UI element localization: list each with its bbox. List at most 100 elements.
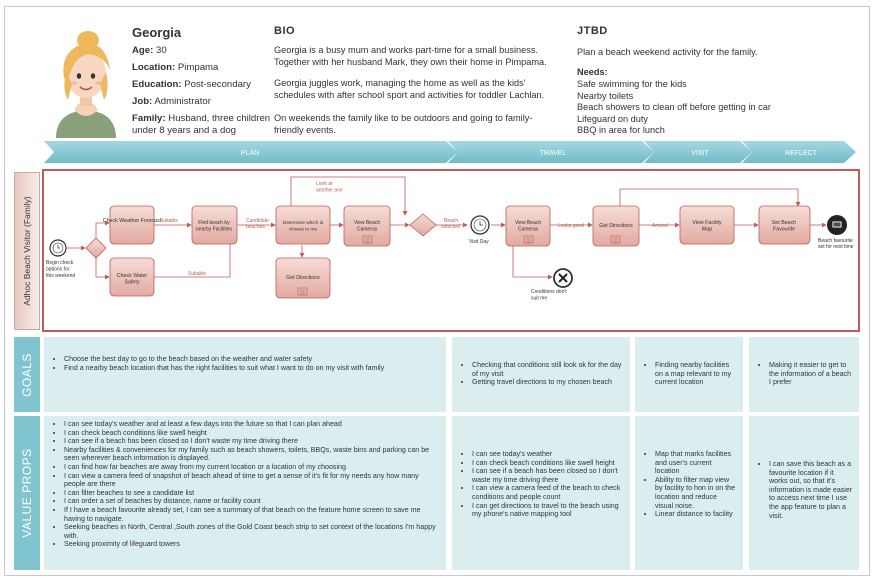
value-props-visit-cell: Map that marks facilities and user's cur… bbox=[635, 416, 743, 570]
value-props-travel-cell: I can see today's weather I can check be… bbox=[452, 416, 630, 570]
subprocess-marker-icon bbox=[610, 235, 621, 244]
phase-visit-label: VISIT bbox=[691, 150, 709, 157]
value-props-reflect-cell: I can save this beach as a favourite loc… bbox=[749, 416, 859, 570]
list-item: Seeking proximity of lifeguard towers bbox=[64, 540, 440, 549]
persona-name: Georgia bbox=[132, 25, 182, 40]
phase-arrow-visit bbox=[644, 141, 752, 163]
stopwatch-icon bbox=[470, 215, 490, 235]
list-item: Getting travel directions to my chosen b… bbox=[472, 378, 624, 387]
persona-age: Age: 30 bbox=[132, 45, 167, 56]
needs-item: Safe swimming for the kids bbox=[577, 79, 687, 89]
persona-avatar bbox=[56, 31, 116, 138]
task-get-directions-travel: Get Directions bbox=[592, 205, 640, 247]
list-item: Find a nearby beach location that has th… bbox=[64, 364, 440, 373]
goals-visit-cell: Finding nearby facilities on a map relev… bbox=[635, 337, 743, 412]
list-item: I can see if a beach has been closed so … bbox=[472, 467, 624, 484]
bio-paragraph-3: On weekends the family like to be outdoo… bbox=[274, 113, 533, 135]
goals-reflect-cell: Making it easier to get to the informati… bbox=[749, 337, 859, 412]
list-item: I can see if a beach has been closed so … bbox=[64, 437, 440, 446]
edge-label-suitable-2: Suitable bbox=[188, 271, 206, 277]
subprocess-marker-icon bbox=[523, 235, 534, 244]
task-get-directions-plan: Get Directions bbox=[275, 257, 331, 299]
value-props-side-label: VALUE PROPS bbox=[14, 416, 40, 570]
edge-label-arrived: Arrived bbox=[652, 223, 668, 229]
list-item: Nearby facilities & conveniences for my … bbox=[64, 446, 440, 463]
jtbd-title: JTBD bbox=[577, 25, 608, 37]
value-props-plan-cell: I can see today's weather and at least a… bbox=[44, 416, 446, 570]
list-item: I can view a camera feed of snapshot of … bbox=[64, 472, 440, 489]
needs-item: Nearby toilets bbox=[577, 90, 634, 101]
list-item: I can view a camera feed of the beach to… bbox=[472, 484, 624, 501]
list-item: Map that marks facilities and user's cur… bbox=[655, 450, 737, 476]
visit-day-label: Visit Day bbox=[469, 239, 489, 245]
decision-diamond bbox=[409, 213, 437, 237]
list-item: Seeking beaches in North, Central ,South… bbox=[64, 523, 440, 540]
bio-paragraph-2: Georgia juggles work, managing the home … bbox=[274, 78, 545, 100]
phase-arrow-reflect bbox=[742, 141, 856, 163]
goals-travel-cell: Checking that conditions still look ok f… bbox=[452, 337, 630, 412]
bio-title: BIO bbox=[274, 25, 296, 37]
goals-side-label: GOALS bbox=[14, 337, 40, 412]
phase-arrows: PLAN TRAVEL VISIT REFLECT bbox=[44, 141, 856, 163]
phase-travel-label: TRAVEL bbox=[540, 150, 567, 157]
persona-location: Location: Pimpama bbox=[132, 62, 219, 73]
list-item: I can find how far beaches are away from… bbox=[64, 463, 440, 472]
list-item: I can see today's weather and at least a… bbox=[64, 420, 440, 429]
list-item: I can check beach conditions like swell … bbox=[472, 459, 624, 468]
close-icon bbox=[553, 268, 573, 288]
svg-text:Get Directions: Get Directions bbox=[599, 223, 633, 229]
list-item: Choose the best day to go to the beach b… bbox=[64, 355, 440, 364]
swimlane-box bbox=[42, 169, 860, 332]
swimlane-label: Adhoc Beach Visitor (Family) bbox=[14, 172, 40, 330]
persona-family: Family: Husband, three children bbox=[132, 113, 271, 124]
edge-label-suitable-1: Suitable bbox=[160, 218, 178, 224]
list-item: I can save this beach as a favourite loc… bbox=[769, 460, 853, 520]
list-item: Ability to filter map view by facility t… bbox=[655, 476, 737, 510]
needs-list: Safe swimming for the kids Nearby toilet… bbox=[577, 79, 771, 137]
list-item: I can check beach conditions like swell … bbox=[64, 429, 440, 438]
needs-item: Beach showers to clean off before gettin… bbox=[577, 102, 771, 112]
edge-label-looks-good: Looks good bbox=[558, 223, 584, 229]
phase-arrow-travel bbox=[448, 141, 654, 163]
persona-education: Education: Post-secondary bbox=[132, 79, 251, 90]
list-item: Linear distance to facility bbox=[655, 510, 737, 519]
page-frame bbox=[4, 6, 870, 576]
subprocess-marker-icon bbox=[362, 235, 373, 244]
needs-item: BBQ in area for lunch bbox=[577, 125, 665, 135]
list-item: I can see today's weather bbox=[472, 450, 624, 459]
svg-text:Get Directions: Get Directions bbox=[286, 275, 320, 281]
task-check-weather: Check Weather Forecast bbox=[103, 205, 162, 245]
phase-arrow-plan bbox=[44, 141, 458, 163]
list-item: I can get directions to travel to the be… bbox=[472, 502, 624, 519]
phase-plan-label: PLAN bbox=[241, 150, 259, 157]
list-item: I can filter beaches to see a candidate … bbox=[64, 489, 440, 498]
end-event-icon bbox=[827, 215, 847, 235]
list-item: I can order a set of beaches by distance… bbox=[64, 497, 440, 506]
decision-diamond bbox=[85, 237, 107, 259]
svg-text:Check Weather Forecast: Check Weather Forecast bbox=[103, 218, 162, 224]
needs-label: Needs: bbox=[577, 67, 608, 77]
jtbd-text: Plan a beach weekend activity for the fa… bbox=[577, 47, 758, 57]
list-item: If I have a beach favourite already set,… bbox=[64, 506, 440, 523]
bio-paragraph-1: Georgia is a busy mum and works part-tim… bbox=[274, 45, 547, 67]
